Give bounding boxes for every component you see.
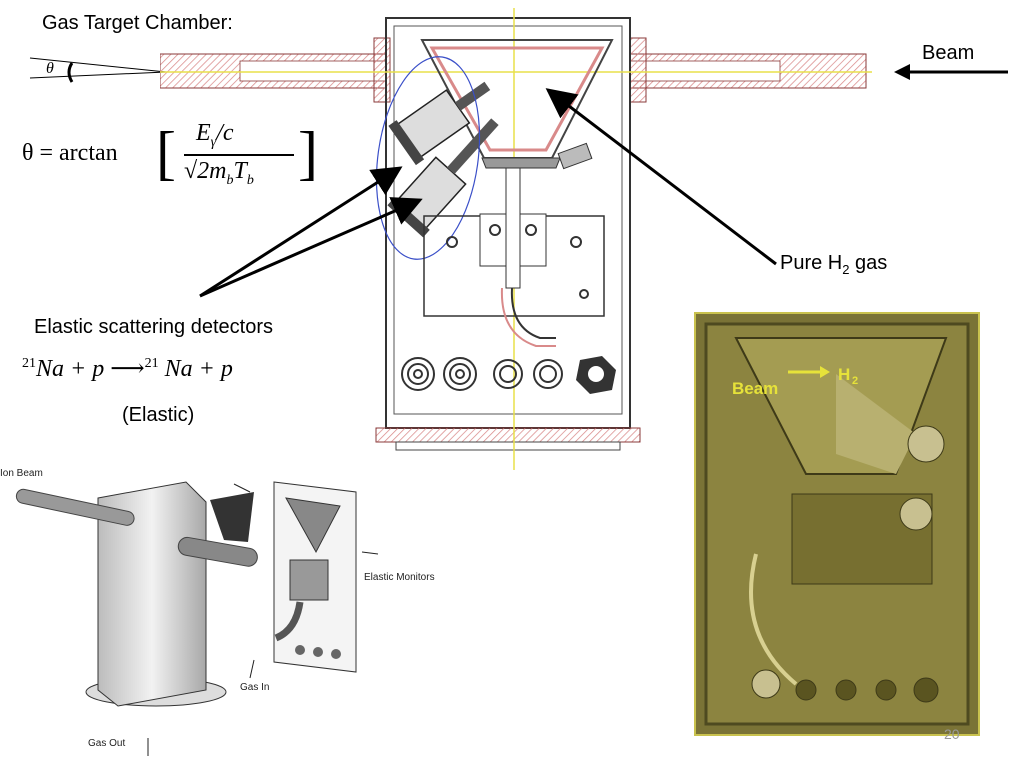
iso-elastic-monitors: Elastic Monitors — [364, 572, 435, 583]
reaction-sup2: 21 — [144, 356, 159, 371]
fraction-bar — [184, 154, 294, 156]
theta-angle-lines — [29, 57, 167, 83]
detectors-label: Elastic scattering detectors — [34, 316, 273, 338]
iso-ion-beam: Ion Beam — [0, 468, 43, 479]
pure-gas-prefix: Pure H — [780, 252, 843, 274]
iso-box — [97, 481, 207, 707]
formula-denominator: √2mbTb — [184, 158, 254, 189]
reaction-equation: 21Na + p ⟶21 Na + p — [22, 354, 233, 383]
num-tail: /c — [216, 120, 234, 146]
pure-gas-suffix: gas — [849, 252, 888, 274]
den-mid: T — [233, 158, 247, 184]
title: Gas Target Chamber: — [42, 12, 233, 34]
beam-arrow — [894, 64, 1008, 80]
den-a: √2m — [184, 158, 227, 184]
formula-lhs: θ = arctan — [22, 140, 118, 166]
pure-gas-sub: 2 — [842, 262, 850, 277]
den-sub2: b — [246, 172, 254, 188]
formula-numerator: Eγ/c — [196, 120, 234, 151]
iso-gas-out: Gas Out — [88, 738, 125, 749]
photo-beam-label: Beam — [732, 379, 778, 398]
page-number: 20 — [944, 726, 960, 742]
elastic-label: (Elastic) — [122, 404, 195, 426]
chamber-photo: Beam H 2 — [694, 312, 980, 736]
pure-gas-label: Pure H2 gas — [780, 252, 887, 277]
ports — [401, 357, 563, 391]
photo-h2-sub: 2 — [852, 375, 858, 387]
den-sub1: b — [226, 172, 234, 188]
photo-h2-label: H — [838, 365, 850, 384]
photo-content: Beam H 2 — [704, 322, 970, 726]
chamber-drawing — [160, 8, 872, 470]
num-sub: γ — [210, 134, 217, 150]
iso-gas-in: Gas In — [240, 682, 269, 693]
reaction-part2: Na + p — [158, 356, 233, 382]
detector-ellipse — [375, 56, 481, 260]
reaction-sup1: 21 — [22, 356, 36, 371]
theta-formula: θ = arctan [ Eγ/c √2mbTb ] — [22, 118, 318, 198]
beam-label: Beam — [922, 42, 975, 64]
reaction-part1: Na + p ⟶ — [36, 356, 145, 382]
isometric-drawing: Ion Beam Elastic Monitors Gas In Gas Out — [0, 468, 435, 756]
detector-1 — [388, 81, 491, 166]
num-e: E — [196, 120, 211, 146]
bracket-right: ] — [298, 120, 318, 186]
bracket-left: [ — [156, 120, 176, 186]
theta-label: θ — [46, 60, 54, 77]
